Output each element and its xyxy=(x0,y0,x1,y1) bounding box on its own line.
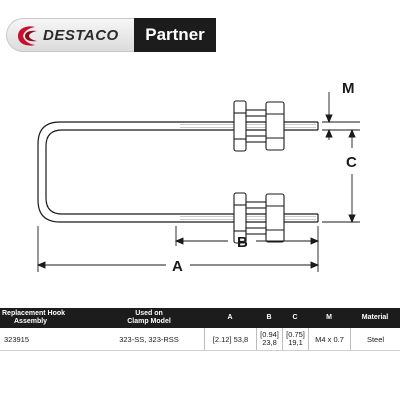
cell-hook-part-number: 323915 xyxy=(4,334,30,344)
table-header-row: Replacement Hook Assembly Used on Clamp … xyxy=(0,308,400,328)
logo-text: DESTACO xyxy=(43,27,119,44)
destaco-logo: DESTACO xyxy=(6,18,134,52)
cell-thread-m: M4 x 0.7 xyxy=(308,328,350,350)
u-bolt-drawing: M C B A xyxy=(36,80,360,275)
spec-table: Replacement Hook Assembly Used on Clamp … xyxy=(0,308,400,351)
brand-banner: DESTACO Partner xyxy=(0,0,400,72)
header-material: Material xyxy=(361,314,389,321)
header-m: M xyxy=(326,314,332,321)
destaco-swoosh-icon xyxy=(18,26,37,46)
header-b: B xyxy=(266,314,272,321)
dimension-label-c: C xyxy=(346,154,357,171)
header-hook-assembly: Replacement Hook Assembly xyxy=(2,310,66,325)
table-divider xyxy=(0,350,400,351)
cell-dimension-b: [0.94] 23,8 xyxy=(256,328,282,350)
bottom-nut-pair xyxy=(233,192,285,244)
u-bolt-body xyxy=(37,121,319,223)
cell-dimension-a: [2.12] 53,8 xyxy=(204,328,256,350)
header-a: A xyxy=(227,314,233,321)
header-clamp-model: Used on Clamp Model xyxy=(127,310,171,325)
top-nut-pair xyxy=(233,100,285,152)
partner-badge: Partner xyxy=(134,18,216,52)
cell-clamp-models: 323-SS, 323-RSS xyxy=(119,334,179,344)
cell-dimension-c: [0.75] 19,1 xyxy=(282,328,308,350)
thread-texture xyxy=(180,124,316,220)
dimension-label-a: A xyxy=(172,258,183,275)
dimension-label-m: M xyxy=(342,80,355,97)
dimension-label-b: B xyxy=(237,234,248,251)
cell-material: Steel xyxy=(350,328,400,350)
header-c: C xyxy=(292,314,298,321)
table-row: 323915 323-SS, 323-RSS [2.12] 53,8 [0.94… xyxy=(0,328,400,350)
dimension-lines xyxy=(36,92,360,272)
